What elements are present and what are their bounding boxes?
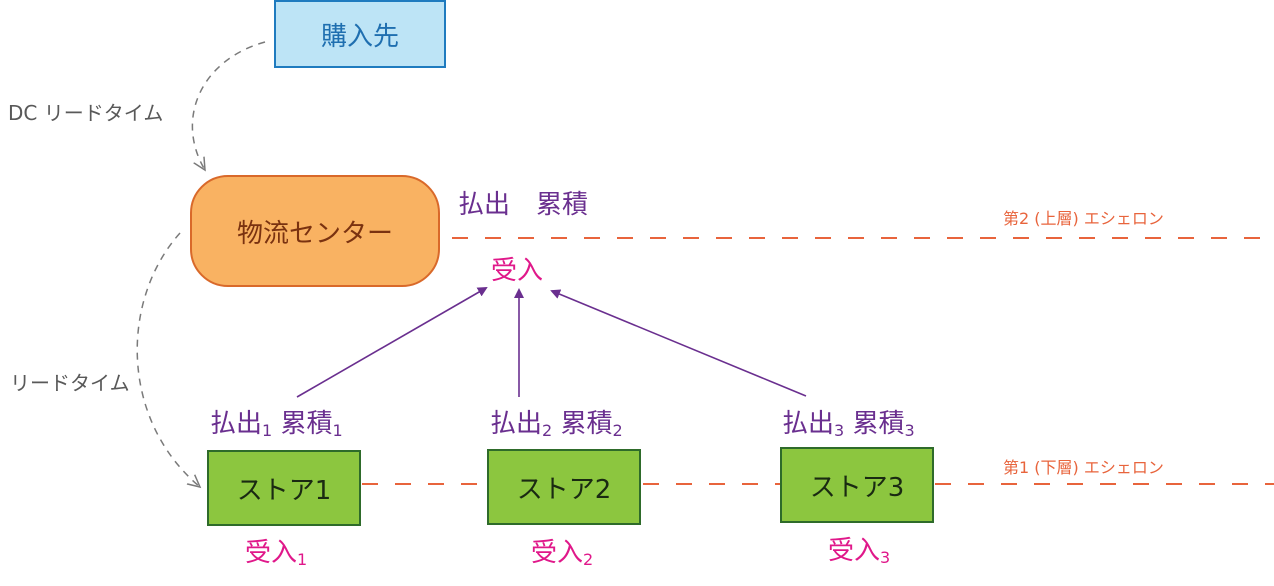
store2-label: ストア2 <box>516 474 612 505</box>
store1-outflow-cumulative-label: 払出1 累積1 <box>210 409 343 440</box>
store3-label: ストア3 <box>809 472 905 503</box>
store1-node: ストア1 <box>207 450 361 526</box>
dc-lead-time-label: DC リードタイム <box>8 101 164 125</box>
dc-receipt-label: 受入 <box>491 256 544 286</box>
dc-label: 物流センター <box>236 218 393 249</box>
flow-arrow-store3 <box>550 289 807 397</box>
store2-node: ストア2 <box>487 449 641 525</box>
store1-receipt-label: 受入1 <box>245 538 308 569</box>
store1-label: ストア1 <box>236 475 332 506</box>
distribution-center-node: 物流センター <box>190 175 440 287</box>
dc-lead-time-arrow <box>191 41 266 170</box>
upper-echelon-label: 第2 (上層) エシェロン <box>1003 209 1164 228</box>
store2-receipt-label: 受入2 <box>531 538 594 569</box>
store-lead-time-label: リードタイム <box>10 371 130 395</box>
store2-outflow-cumulative-label: 払出2 累積2 <box>490 409 623 440</box>
store3-node: ストア3 <box>780 447 934 523</box>
store3-receipt-label: 受入3 <box>828 536 891 567</box>
flow-arrow-store1 <box>296 287 488 398</box>
store-lead-time-arrow <box>136 232 200 487</box>
lower-echelon-label: 第1 (下層) エシェロン <box>1003 458 1164 477</box>
supplier-label: 購入先 <box>320 21 399 52</box>
supplier-node: 購入先 <box>274 0 446 68</box>
dc-outflow-cumulative-label: 払出 累積 <box>458 190 589 220</box>
store3-outflow-cumulative-label: 払出3 累積3 <box>782 409 915 440</box>
